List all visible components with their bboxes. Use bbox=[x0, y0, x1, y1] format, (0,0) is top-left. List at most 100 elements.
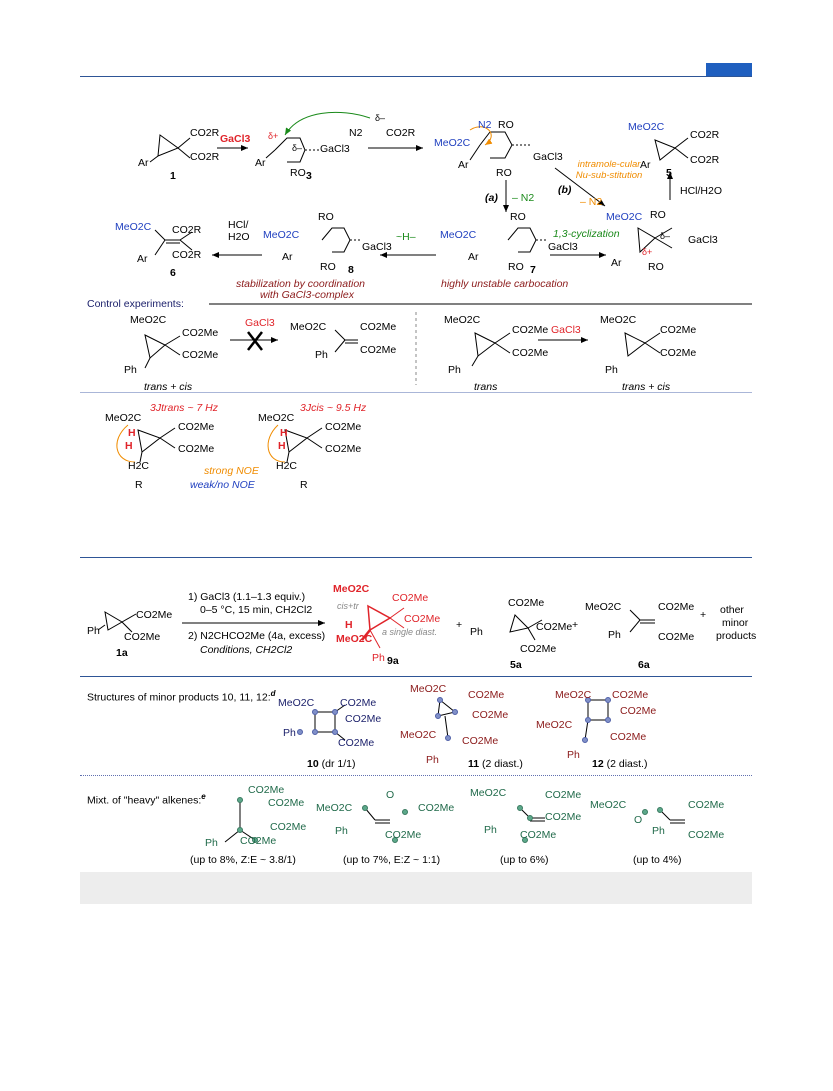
cp-ro-bot: RO bbox=[648, 261, 664, 273]
s2-ph: Ph bbox=[87, 625, 100, 637]
cyclopropane-complex-structure bbox=[637, 227, 673, 254]
p5a-label: 5a bbox=[510, 659, 522, 671]
c6-co2r-2: CO2R bbox=[172, 249, 202, 261]
noe-c-r: R bbox=[300, 479, 308, 491]
p12-meo2c-1: MeO2C bbox=[555, 689, 592, 701]
c7-ar: Ar bbox=[468, 251, 479, 263]
int-ro-top: RO bbox=[498, 119, 514, 131]
p9a-single: a single diast. bbox=[382, 627, 438, 637]
a2-yield: (up to 7%, E:Z ~ 1:1) bbox=[343, 854, 441, 866]
compound-6a-structure bbox=[629, 609, 655, 633]
footer-bar bbox=[80, 872, 752, 904]
a3-meo2c: MeO2C bbox=[470, 787, 507, 799]
c8-ro-bot: RO bbox=[320, 261, 336, 273]
c8-meo2c: MeO2C bbox=[263, 229, 300, 241]
noe-cis-structure bbox=[284, 427, 323, 463]
noe-trans-structure bbox=[137, 427, 176, 463]
compound-6-structure bbox=[154, 229, 193, 256]
s2-co2me-2: CO2Me bbox=[124, 631, 161, 643]
p9a-meo2c-top: MeO2C bbox=[333, 583, 370, 595]
p12-co2me-3: CO2Me bbox=[610, 731, 647, 743]
c6-ar: Ar bbox=[137, 253, 148, 265]
compound-11-structure bbox=[437, 699, 457, 739]
a3-co2me-2: CO2Me bbox=[545, 811, 582, 823]
compound-8-structure bbox=[321, 227, 362, 253]
int-ro-bot: RO bbox=[496, 167, 512, 179]
p12-ph: Ph bbox=[567, 749, 580, 761]
c6-meo2c: MeO2C bbox=[115, 221, 152, 233]
c5-ar: Ar bbox=[640, 159, 651, 171]
c5-reagent: HCl/H2O bbox=[680, 185, 723, 197]
ctrl-r-sm-caption: trans bbox=[474, 381, 498, 393]
int-gacl3: GaCl3 bbox=[533, 151, 563, 163]
ctrl-r-reagent: GaCl3 bbox=[551, 324, 581, 336]
a1-co2me-top: CO2Me bbox=[248, 784, 285, 796]
p12-meo2c-2: MeO2C bbox=[536, 719, 573, 731]
c8-label: 8 bbox=[348, 264, 354, 276]
p9a-h: H bbox=[345, 619, 353, 631]
control-left-product-structure bbox=[334, 329, 358, 353]
int-n2: N2 bbox=[478, 119, 492, 131]
hydride-text: ~H– bbox=[396, 231, 416, 243]
ctrl-l-sm-co2me-2: CO2Me bbox=[182, 349, 219, 361]
noe-c-h1: H bbox=[280, 427, 288, 439]
heavy-title-sup: e bbox=[201, 792, 206, 801]
c6-reagent-1: HCl/ bbox=[228, 219, 249, 231]
s2-label-1a: 1a bbox=[116, 647, 128, 659]
c5-label: 5 bbox=[666, 167, 672, 179]
p5a-co2me-1: CO2Me bbox=[536, 621, 573, 633]
c7-gacl3: GaCl3 bbox=[548, 241, 578, 253]
path-a-text: – N2 bbox=[512, 192, 535, 204]
p11-co2me-1: CO2Me bbox=[468, 689, 505, 701]
rule-2 bbox=[80, 392, 752, 393]
noe-t-h2: H bbox=[125, 440, 133, 452]
c3-ar: Ar bbox=[255, 157, 266, 169]
p12-label: 12 bbox=[592, 758, 604, 770]
compound-1-structure bbox=[149, 134, 191, 163]
p11-ph: Ph bbox=[426, 754, 439, 766]
c7-label: 7 bbox=[530, 264, 536, 276]
c6-label: 6 bbox=[170, 267, 176, 279]
ctrl-r-sm-co2me-2: CO2Me bbox=[512, 347, 549, 359]
p9a-cis-tr: cis+tr bbox=[337, 601, 359, 611]
alkene-4-structure bbox=[659, 809, 685, 824]
p12-co2me-1: CO2Me bbox=[612, 689, 649, 701]
s2-cond-1-text: 1) GaCl3 (1.1–1.3 equiv.) bbox=[188, 591, 306, 603]
control-right-sm-structure bbox=[471, 332, 511, 367]
p10-label: 10 bbox=[307, 758, 319, 770]
c6-reagent-2: H2O bbox=[228, 231, 250, 243]
alkene-1-structure bbox=[224, 800, 256, 843]
p9a-meo2c-bot: MeO2C bbox=[336, 633, 373, 645]
p6a-co2me-1: CO2Me bbox=[658, 601, 695, 613]
a1-yield: (up to 8%, Z:E ~ 3.8/1) bbox=[190, 854, 296, 866]
p5a-co2me-2: CO2Me bbox=[520, 643, 557, 655]
header-rule bbox=[80, 76, 752, 77]
alkene-2-structure bbox=[364, 807, 390, 824]
p9a-co2me-2: CO2Me bbox=[404, 613, 441, 625]
s2-cond-2: 0–5 °C, 15 min, CH2Cl2 bbox=[200, 604, 313, 616]
p6a-co2me-2: CO2Me bbox=[658, 631, 695, 643]
noe-c-h2: H bbox=[278, 440, 286, 452]
cyclization-text: 1,3-cyclization bbox=[553, 228, 620, 240]
a4-co2me-2: CO2Me bbox=[688, 829, 725, 841]
p6a-ph: Ph bbox=[608, 629, 621, 641]
p6a-meo2c: MeO2C bbox=[585, 601, 622, 613]
a2-ph: Ph bbox=[335, 825, 348, 837]
ctrl-l-p-meo2c: MeO2C bbox=[290, 321, 327, 333]
control-left-sm-structure bbox=[144, 334, 181, 369]
int-ar: Ar bbox=[458, 159, 469, 171]
c5-co2r-1: CO2R bbox=[690, 129, 720, 141]
minor-title: Structures of minor products 10, 11, 12:… bbox=[87, 690, 276, 703]
c8-note-1: stabilization by coordination bbox=[236, 278, 365, 290]
ctrl-r-p-co2me-1: CO2Me bbox=[660, 324, 697, 336]
compound-10-structure bbox=[314, 704, 346, 741]
c3-gacl3: GaCl3 bbox=[320, 143, 350, 155]
noe-c-co2me-1: CO2Me bbox=[325, 421, 362, 433]
compound-3-structure bbox=[265, 137, 320, 163]
a1-ph: Ph bbox=[205, 837, 218, 849]
rule-3 bbox=[80, 557, 752, 558]
p10-caption: 10 (dr 1/1) bbox=[307, 759, 355, 770]
cp-meo2c: MeO2C bbox=[606, 211, 643, 223]
compound-5a-structure bbox=[509, 614, 543, 641]
